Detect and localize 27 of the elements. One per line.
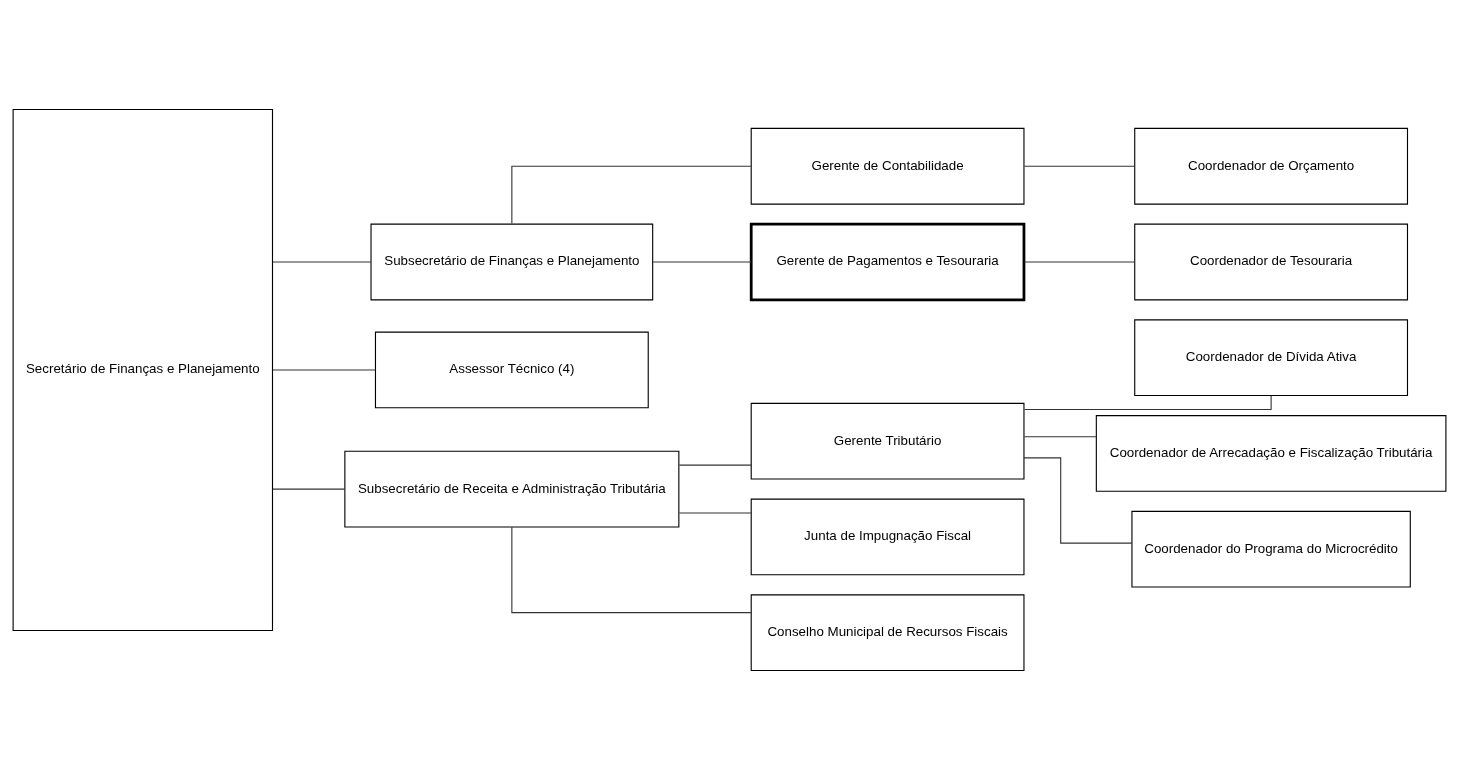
node-box: Coordenador de Orçamento [1134, 127, 1409, 205]
connector [511, 526, 752, 614]
node-box: Assessor Técnico (4) [374, 331, 649, 409]
node-box: Subsecretário de Receita e Administração Tributária [344, 450, 680, 528]
node-box: Gerente de Pagamentos e Tesouraria [749, 222, 1026, 302]
node-box: Subsecretário de Finanças e Planejamento [370, 223, 654, 301]
connector [1023, 436, 1097, 438]
connector [272, 488, 346, 490]
connector [511, 165, 752, 225]
node-box: Secretário de Finanças e Planejamento [12, 108, 274, 632]
node-box: Gerente de Contabilidade [750, 127, 1025, 205]
connector [1023, 165, 1136, 167]
connector [678, 512, 752, 514]
node-box: Coordenador do Programa do Microcrédito [1131, 510, 1411, 588]
connector [652, 261, 752, 263]
node-box: Coordenador de Tesouraria [1134, 223, 1409, 301]
connector [1023, 457, 1133, 544]
node-box: Conselho Municipal de Recursos Fiscais [750, 594, 1025, 672]
connector [1023, 261, 1136, 263]
node-box: Coordenador de Dívida Ativa [1134, 319, 1409, 397]
connector [272, 261, 372, 263]
connector [678, 464, 752, 466]
node-box: Junta de Impugnação Fiscal [750, 498, 1025, 576]
node-box: Gerente Tributário [750, 402, 1025, 480]
node-box: Coordenador de Arrecadação e Fiscalização Tributária [1095, 415, 1447, 492]
connector [1023, 395, 1272, 411]
connector [272, 369, 376, 371]
